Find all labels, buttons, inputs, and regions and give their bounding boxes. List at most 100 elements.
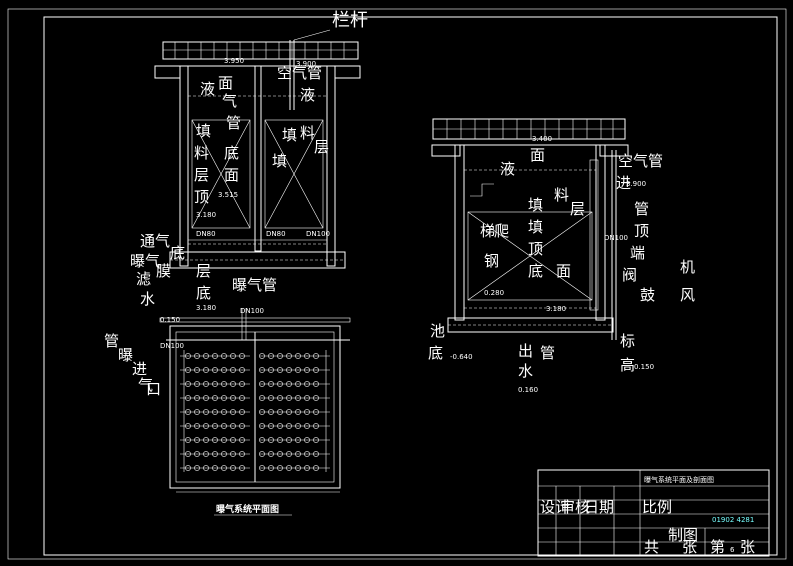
svg-text:钢: 钢 — [484, 252, 499, 270]
svg-text:顶: 顶 — [194, 188, 209, 206]
tank-right-wall — [326, 65, 336, 267]
aerator-disc — [194, 353, 200, 359]
aerator-disc — [239, 381, 245, 387]
svg-text:0.150: 0.150 — [160, 316, 180, 324]
aerator-disc — [313, 353, 319, 359]
svg-text:梯: 梯 — [480, 222, 495, 240]
aerator-disc — [185, 395, 191, 401]
aerator-disc — [286, 367, 292, 373]
aerator-disc — [230, 409, 236, 415]
svg-text:面: 面 — [556, 262, 571, 280]
svg-text:管: 管 — [634, 200, 649, 218]
svg-text:面: 面 — [530, 146, 545, 164]
aerator-disc — [295, 353, 301, 359]
aerator-disc — [194, 367, 200, 373]
svg-text:3.180: 3.180 — [196, 211, 216, 219]
svg-text:管: 管 — [540, 344, 555, 362]
aerator-disc — [286, 395, 292, 401]
aerator-disc — [277, 409, 283, 415]
section-right-labels: 空气管 进 管 顶 端 阀 鼓 风 机 标 高 — [616, 152, 695, 374]
svg-text:设计: 设计 — [540, 498, 570, 516]
svg-text:池: 池 — [430, 322, 445, 340]
aerator-disc — [277, 437, 283, 443]
aerator-disc — [313, 409, 319, 415]
aerator-disc — [212, 465, 218, 471]
svg-text:滤: 滤 — [136, 270, 151, 288]
aerator-disc — [259, 367, 265, 373]
svg-text:制图: 制图 — [668, 526, 698, 544]
svg-text:6: 6 — [730, 546, 735, 554]
railing-label: 栏杆 — [332, 10, 368, 31]
aerator-disc — [259, 409, 265, 415]
aerator-disc — [239, 409, 245, 415]
plan-dims: 0.150 DN100 DN100 — [160, 307, 264, 350]
aerator-disc — [212, 437, 218, 443]
svg-text:面: 面 — [224, 166, 239, 184]
tank-middle-wall — [254, 65, 262, 252]
svg-text:3.515: 3.515 — [218, 191, 238, 199]
svg-text:顶: 顶 — [528, 240, 543, 258]
aerator-disc — [313, 437, 319, 443]
title-block: 曝气系统平面及剖面图 设计 审核 日期 比例 制图 01902 4281 共 张… — [537, 469, 770, 557]
svg-text:爬: 爬 — [494, 222, 509, 240]
aerator-disc — [286, 465, 292, 471]
aerator-disc — [239, 353, 245, 359]
aerator-disc — [277, 395, 283, 401]
svg-text:3.900: 3.900 — [296, 60, 316, 68]
aerator-disc — [230, 465, 236, 471]
aerator-disc — [313, 381, 319, 387]
svg-text:填: 填 — [196, 122, 211, 140]
aerator-disc — [230, 353, 236, 359]
svg-text:料: 料 — [300, 124, 315, 142]
aerator-disc — [268, 409, 274, 415]
air-pipe-label: 空气管 — [277, 64, 322, 82]
aerator-disc — [203, 465, 209, 471]
svg-text:比例: 比例 — [642, 498, 672, 516]
svg-text:0.280: 0.280 — [484, 289, 504, 297]
svg-text:液: 液 — [200, 80, 215, 98]
section-railing — [432, 118, 626, 140]
elevation-view: 栏杆 空气管 液 面 气 管 填 料 层 顶 底 面 液 填 料 层 填 3.9… — [130, 10, 368, 312]
section-left-wall — [454, 144, 465, 321]
drawing-title: 曝气系统平面及剖面图 — [644, 475, 714, 484]
svg-text:空气管: 空气管 — [618, 152, 663, 170]
svg-text:层: 层 — [194, 166, 209, 184]
svg-text:料: 料 — [554, 186, 569, 204]
plan-view: 曝气系统平面图 0.150 DN100 DN100 管 曝 进 气 口 — [104, 307, 351, 516]
svg-text:鼓: 鼓 — [640, 286, 655, 304]
svg-text:管: 管 — [226, 114, 241, 132]
aerator-disc — [277, 423, 283, 429]
svg-text:底: 底 — [170, 244, 185, 262]
aerator-disc — [259, 381, 265, 387]
aerator-disc — [185, 437, 191, 443]
svg-text:底: 底 — [224, 144, 239, 162]
aerator-disc — [268, 465, 274, 471]
aerator-disc — [313, 367, 319, 373]
aerator-disc — [239, 423, 245, 429]
section-labels: 面 液 填 料 层 填 顶 底 面 钢 爬 梯 — [480, 146, 585, 280]
elevation-col1-labels: 液 面 气 管 填 料 层 顶 底 面 — [194, 74, 241, 206]
aerator-disc — [239, 451, 245, 457]
aerator-disc — [203, 381, 209, 387]
aerator-disc — [295, 465, 301, 471]
svg-text:DN80: DN80 — [196, 230, 216, 238]
aerator-rows-right — [260, 350, 330, 472]
svg-text:0.150: 0.150 — [634, 363, 654, 371]
aerator-disc — [212, 353, 218, 359]
svg-text:张: 张 — [740, 538, 755, 556]
svg-text:第: 第 — [710, 538, 725, 556]
aerator-disc — [259, 465, 265, 471]
aerator-disc — [194, 381, 200, 387]
svg-text:液: 液 — [500, 160, 515, 178]
elevation-bottom-labels: 层 底 曝气管 3.180 — [196, 262, 277, 312]
aerator-disc — [185, 451, 191, 457]
aerator-disc — [295, 381, 301, 387]
svg-text:审核: 审核 — [560, 498, 590, 516]
svg-text:底: 底 — [196, 284, 211, 302]
aerator-disc — [277, 381, 283, 387]
aerator-disc — [304, 451, 310, 457]
aerator-disc — [185, 409, 191, 415]
svg-text:3.180: 3.180 — [196, 304, 216, 312]
plan-left-notes: 管 曝 进 气 口 — [104, 332, 161, 398]
aerator-disc — [203, 437, 209, 443]
